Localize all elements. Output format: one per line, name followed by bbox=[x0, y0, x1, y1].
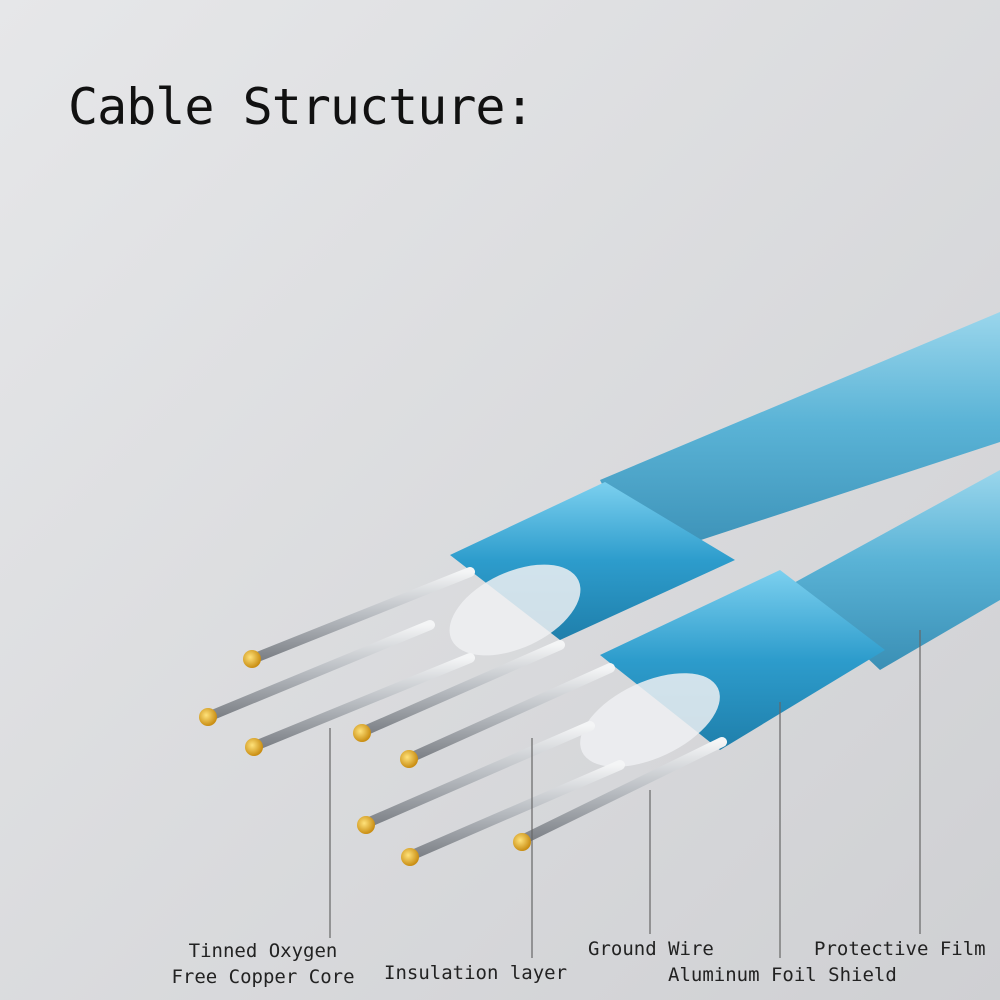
lower-insulation bbox=[580, 673, 720, 767]
label-protective-film: Protective Film bbox=[814, 938, 986, 960]
lower-cable bbox=[357, 470, 1000, 866]
label-copper-core: Tinned Oxygen Free Copper Core bbox=[160, 938, 366, 990]
label-insulation: Insulation layer bbox=[384, 962, 568, 984]
label-aluminum-foil: Aluminum Foil Shield bbox=[668, 964, 897, 986]
upper-protective-film bbox=[600, 312, 1000, 560]
lower-wires bbox=[357, 663, 727, 866]
label-copper-core-line1: Tinned Oxygen bbox=[188, 940, 338, 962]
page-title: Cable Structure: bbox=[68, 78, 535, 136]
upper-wires bbox=[199, 567, 565, 756]
upper-cable bbox=[199, 312, 1000, 756]
label-copper-core-line2: Free Copper Core bbox=[171, 966, 355, 988]
upper-insulation bbox=[449, 564, 581, 656]
label-ground-wire: Ground Wire bbox=[588, 938, 714, 960]
leader-lines bbox=[329, 630, 921, 958]
